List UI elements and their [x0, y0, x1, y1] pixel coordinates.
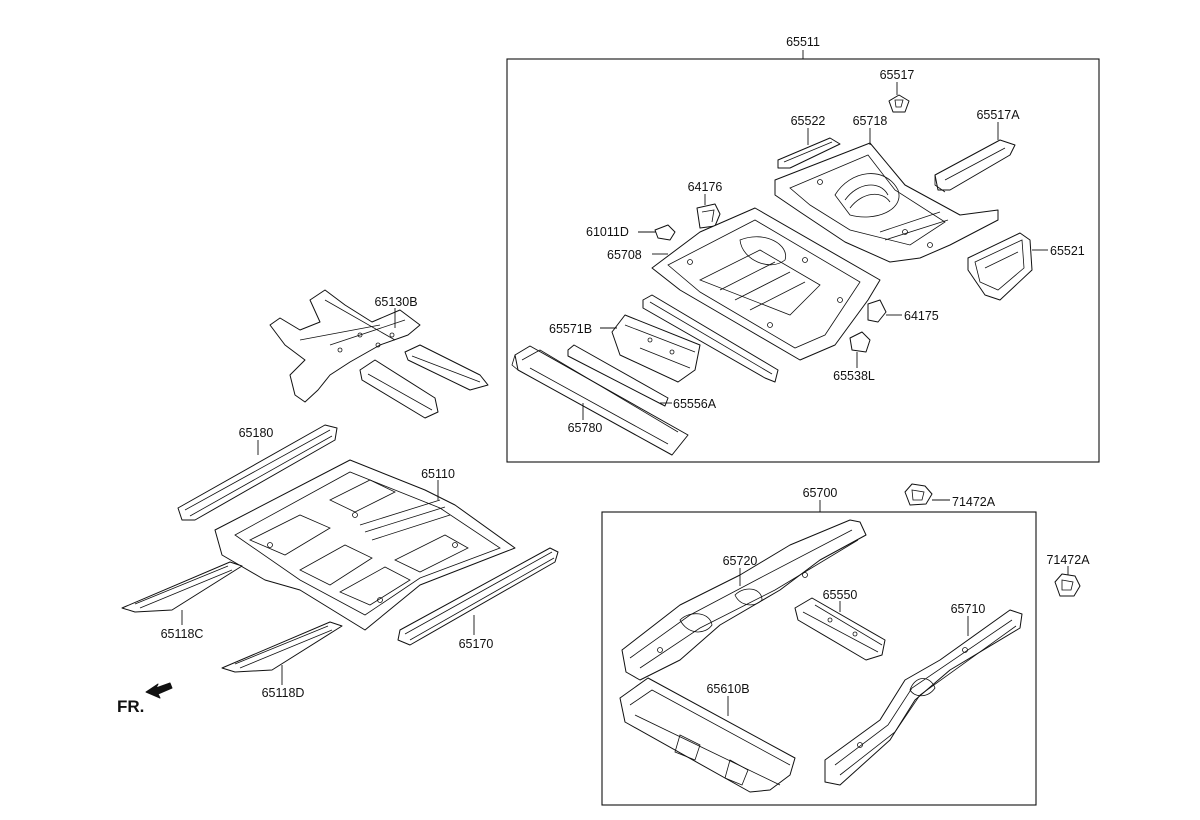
label-65511: 65511	[786, 35, 820, 49]
label-65180: 65180	[239, 426, 274, 440]
label-65130b: 65130B	[374, 295, 417, 309]
label-65556a: 65556A	[673, 397, 717, 411]
cross-member-65610b-shape	[619, 677, 796, 793]
cross-member-65571b-shape	[611, 314, 701, 383]
label-65538l: 65538L	[833, 369, 875, 383]
label-61011d: 61011D	[586, 225, 629, 239]
label-65517: 65517	[880, 68, 915, 82]
cross-bar-shape	[642, 294, 779, 383]
front-side-member-65720-shape	[621, 519, 867, 681]
label-65522: 65522	[791, 114, 826, 128]
cross-member-65780-shape	[511, 345, 689, 456]
cross-member-65130b-shape	[269, 289, 489, 419]
bar-65556a-shape	[567, 344, 669, 407]
member-assembly-frame	[601, 511, 1037, 806]
side-member-65170-shape	[397, 547, 559, 646]
label-71472a-lower: 71472A	[1046, 553, 1090, 567]
label-71472a-upper: 71472A	[952, 495, 996, 509]
label-65710: 65710	[951, 602, 986, 616]
bracket-65522-shape	[777, 137, 841, 169]
label-65118d: 65118D	[262, 686, 305, 700]
label-65718: 65718	[853, 114, 888, 128]
rear-floor-panel-65708-shape	[651, 207, 881, 361]
clip-71472a-lower-shape	[1054, 573, 1081, 597]
sill-panel-65118c-shape	[121, 561, 243, 613]
label-65110: 65110	[421, 467, 455, 481]
label-65170: 65170	[459, 637, 494, 651]
label-65610b: 65610B	[706, 682, 749, 696]
rear-side-member-65710-shape	[824, 609, 1023, 786]
rear-floor-pan-65718-shape	[774, 142, 999, 263]
bracket-61011d-shape	[654, 224, 676, 241]
label-65571b: 65571B	[549, 322, 592, 336]
label-65780: 65780	[568, 421, 603, 435]
label-64175: 64175	[904, 309, 939, 323]
label-65118c: 65118C	[161, 627, 204, 641]
label-65708: 65708	[607, 248, 642, 262]
front-direction-arrow-icon	[145, 682, 173, 699]
clip-71472a-shape	[904, 483, 933, 506]
member-65521-shape	[967, 232, 1033, 301]
label-65720: 65720	[723, 554, 758, 568]
label-65700: 65700	[803, 486, 838, 500]
front-floor-panel-65110-shape	[214, 459, 516, 631]
clip-65517-shape	[888, 94, 910, 113]
cross-member-65550-shape	[794, 597, 886, 661]
label-65517a: 65517A	[976, 108, 1020, 122]
front-direction-label: FR.	[117, 697, 144, 716]
sill-panel-65118d-shape	[221, 621, 343, 673]
label-65550: 65550	[823, 588, 858, 602]
bracket-64176-shape	[696, 203, 721, 229]
side-member-65180-shape	[177, 424, 338, 521]
label-64176: 64176	[688, 180, 723, 194]
bracket-65517a-shape	[934, 139, 1016, 193]
bracket-64175-shape	[867, 299, 887, 323]
label-65521: 65521	[1050, 244, 1085, 258]
bracket-65538l-shape	[849, 331, 871, 353]
